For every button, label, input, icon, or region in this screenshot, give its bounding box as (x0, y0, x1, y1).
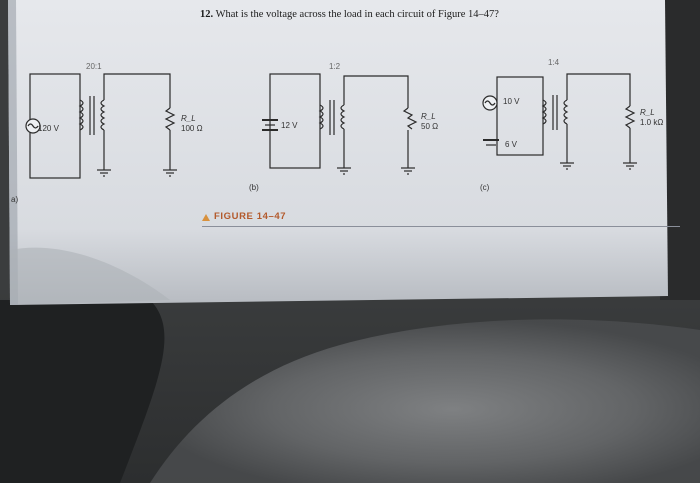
figure-label: FIGURE 14–47 (214, 211, 287, 222)
question-number: 12. (200, 9, 214, 20)
circuit-a (25, 73, 177, 179)
primary-coil-b (318, 104, 324, 130)
resistor-c (624, 105, 636, 129)
source-a: 120 V (38, 124, 59, 133)
sweater-fold (150, 319, 700, 483)
secondary-coil-c (563, 99, 569, 125)
circuit-b (262, 73, 418, 175)
figure-rule (202, 226, 680, 227)
load-name-b: R_L (421, 112, 436, 121)
load-name-c: R_L (640, 108, 655, 117)
load-value-c: 1.0 kΩ (640, 118, 664, 127)
question-body: What is the voltage across the load in e… (215, 9, 499, 20)
secondary-top-a (103, 73, 171, 108)
primary-coil-c (541, 99, 547, 125)
ratio-a: 20:1 (86, 62, 102, 71)
load-value-b: 50 Ω (421, 122, 439, 131)
ratio-b: 1:2 (329, 62, 341, 71)
part-a: a) (11, 195, 19, 204)
resistor-a (164, 107, 176, 131)
source-dc-c: 6 V (505, 140, 518, 149)
sine-glyph-a (27, 123, 39, 129)
load-name-a: R_L (181, 114, 196, 123)
secondary-coil-b (340, 104, 346, 130)
resistor-b (402, 107, 418, 130)
source-ac-c: 10 V (503, 97, 520, 106)
circuit-c (482, 73, 637, 170)
textbook-page (8, 0, 668, 305)
part-b: (b) (249, 183, 259, 192)
part-c: (c) (480, 183, 490, 192)
page-gutter (8, 0, 18, 305)
ratio-c: 1:4 (548, 58, 560, 67)
source-b: 12 V (281, 121, 298, 130)
primary-loop-c (496, 76, 544, 156)
primary-coil-a (78, 99, 84, 131)
hand-shadow (10, 247, 170, 305)
secondary-coil-a (100, 99, 106, 131)
figure-circuits (25, 73, 637, 179)
load-value-a: 100 Ω (181, 124, 203, 133)
figure-triangle-icon (202, 214, 210, 221)
dark-shadow (0, 300, 165, 483)
question-text: 12. What is the voltage across the load … (200, 9, 499, 20)
